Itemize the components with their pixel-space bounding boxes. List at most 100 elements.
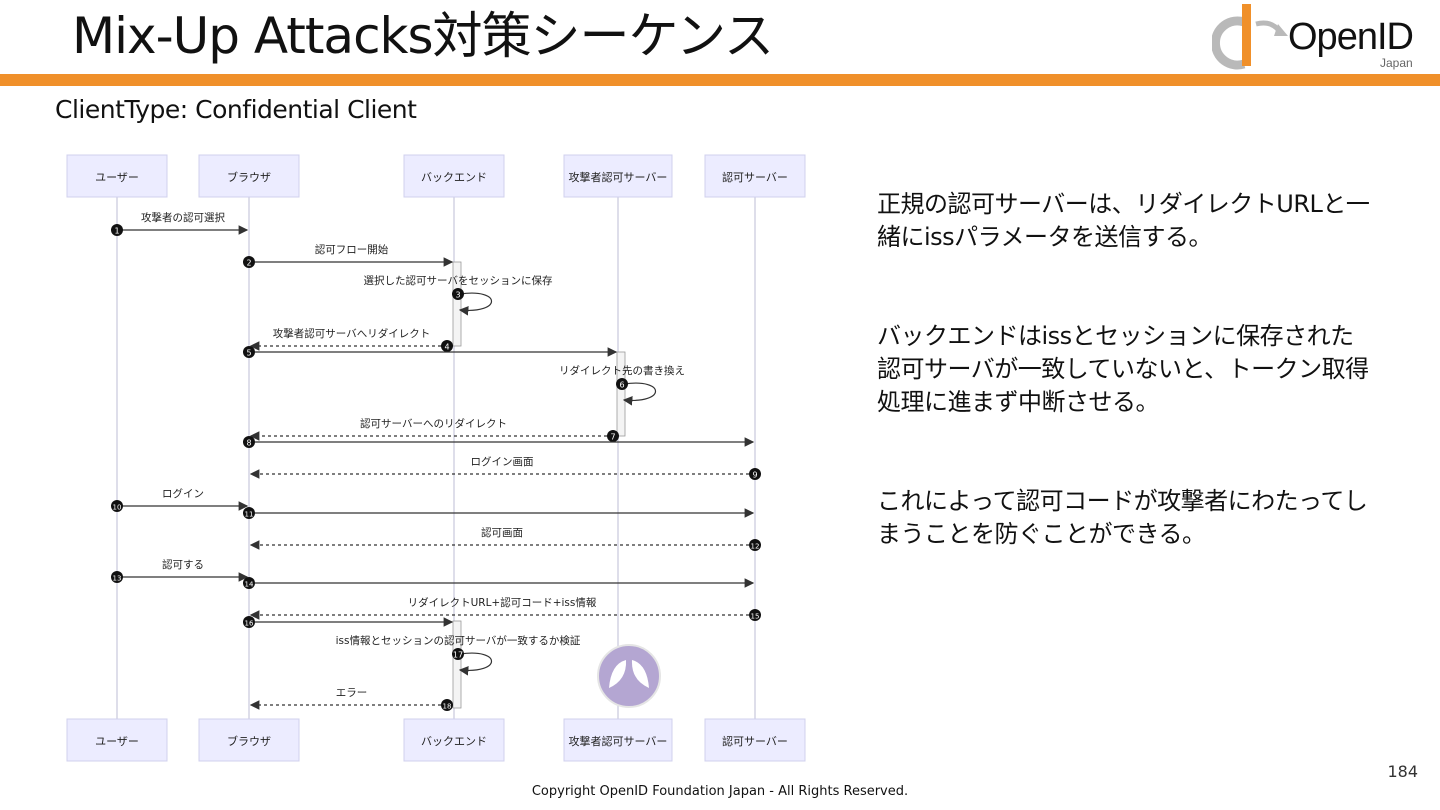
message-5: 5 xyxy=(243,346,618,358)
message-number-badge-4 xyxy=(441,340,453,352)
participant-label-bottom-5: 認可サーバー xyxy=(722,734,788,748)
message-7: 7 認可サーバーへのリダイレクト xyxy=(249,417,619,442)
participant-box-top-3 xyxy=(403,154,505,198)
message-number-badge-17 xyxy=(452,648,464,660)
openid-logo-icon xyxy=(1210,4,1288,70)
activation-bar-3 xyxy=(452,620,462,709)
participant-box-top-1 xyxy=(66,154,168,198)
message-label-6: リダイレクト先の書き換え xyxy=(559,364,685,377)
message-line-17 xyxy=(458,652,492,676)
message-number-badge-18 xyxy=(441,699,453,711)
message-number-10: 10 xyxy=(113,504,122,512)
message-number-badge-5 xyxy=(243,346,255,358)
participant-label-bottom-4: 攻撃者認可サーバー xyxy=(569,734,668,748)
message-number-badge-1 xyxy=(111,224,123,236)
message-label-1: 攻撃者の認可選択 xyxy=(141,211,225,224)
message-label-9: ログイン画面 xyxy=(471,455,534,468)
message-number-15: 15 xyxy=(751,613,760,621)
message-number-badge-7 xyxy=(607,430,619,442)
openid-logo-sub: Japan xyxy=(1380,56,1413,70)
activation-bar-1 xyxy=(452,261,462,347)
message-number-badge-13 xyxy=(111,571,123,583)
message-number-18: 18 xyxy=(443,703,452,711)
message-line-6 xyxy=(622,382,656,406)
participant-box-top-4 xyxy=(563,154,673,198)
message-label-13: 認可する xyxy=(162,558,204,571)
participant-label-bottom-2: ブラウザ xyxy=(227,734,271,748)
participant-label-top-5: 認可サーバー xyxy=(722,170,788,184)
message-number-badge-11 xyxy=(243,507,255,519)
message-8: 8 xyxy=(243,436,755,448)
message-13: 13 認可する xyxy=(111,558,249,583)
participant-label-bottom-3: バックエンド xyxy=(421,735,487,748)
message-label-15: リダイレクトURL+認可コード+iss情報 xyxy=(408,596,597,609)
message-6: 6 リダイレクト先の書き換え xyxy=(559,364,685,406)
message-number-16: 16 xyxy=(245,620,254,628)
message-number-badge-8 xyxy=(243,436,255,448)
message-1: 1 攻撃者の認可選択 xyxy=(111,211,249,236)
explanation-paragraph-3: これによって認可コードが攻撃者にわたってしまうことを防ぐことができる。 xyxy=(877,487,1368,548)
copyright-footer: Copyright OpenID Foundation Japan - All … xyxy=(531,784,909,799)
participant-label-top-2: ブラウザ xyxy=(227,170,271,184)
client-type-subtitle: ClientType: Confidential Client xyxy=(55,95,417,124)
participant-box-bottom-2 xyxy=(198,718,300,762)
message-number-17: 17 xyxy=(453,651,463,660)
message-9: 9 ログイン画面 xyxy=(249,455,761,480)
message-number-1: 1 xyxy=(114,227,119,236)
message-number-8: 8 xyxy=(246,439,251,448)
message-number-badge-16 xyxy=(243,616,255,628)
message-label-17: iss情報とセッションの認可サーバが一致するか検証 xyxy=(336,634,581,647)
page-number: 184 xyxy=(1387,762,1418,781)
participant-box-top-5 xyxy=(704,154,806,198)
message-17: 17 iss情報とセッションの認可サーバが一致するか検証 xyxy=(336,634,581,676)
message-15: 15 リダイレクトURL+認可コード+iss情報 xyxy=(249,596,761,621)
message-number-4: 4 xyxy=(444,343,449,352)
participant-label-bottom-1: ユーザー xyxy=(95,735,139,748)
participant-box-bottom-5 xyxy=(704,718,806,762)
message-line-3 xyxy=(458,292,492,316)
message-11: 11 xyxy=(243,507,755,519)
message-14: 14 xyxy=(243,577,755,589)
message-label-18: エラー xyxy=(336,687,368,699)
message-number-6: 6 xyxy=(619,381,624,390)
message-3: 3 選択した認可サーバをセッションに保存 xyxy=(364,274,553,316)
message-number-2: 2 xyxy=(246,259,251,268)
message-number-badge-2 xyxy=(243,256,255,268)
message-number-11: 11 xyxy=(245,511,254,519)
message-16: 16 xyxy=(243,616,454,628)
message-number-12: 12 xyxy=(751,543,760,551)
message-number-7: 7 xyxy=(610,433,615,442)
message-number-badge-9 xyxy=(749,468,761,480)
explanation-paragraph-2: バックエンドはissとセッションに保存された認可サーバが一致していないと、トーク… xyxy=(877,322,1369,416)
message-number-badge-12 xyxy=(749,539,761,551)
message-number-3: 3 xyxy=(455,291,460,300)
participant-box-top-2 xyxy=(198,154,300,198)
message-number-badge-10 xyxy=(111,500,123,512)
header-accent-bar xyxy=(0,74,1440,86)
message-number-9: 9 xyxy=(752,471,757,480)
message-label-12: 認可画面 xyxy=(481,526,523,539)
explanation-paragraph-1: 正規の認可サーバーは、リダイレクトURLと一緒にissパラメータを送信する。 xyxy=(877,190,1370,251)
message-label-2: 認可フロー開始 xyxy=(315,243,389,256)
participant-box-bottom-1 xyxy=(66,718,168,762)
avatar-right-shape xyxy=(631,660,649,688)
participant-box-bottom-3 xyxy=(403,718,505,762)
message-number-5: 5 xyxy=(246,349,251,358)
message-18: 18 エラー xyxy=(249,687,453,711)
participant-label-top-4: 攻撃者認可サーバー xyxy=(569,170,668,184)
message-label-10: ログイン xyxy=(162,487,204,500)
message-number-badge-15 xyxy=(749,609,761,621)
message-label-7: 認可サーバーへのリダイレクト xyxy=(360,417,507,430)
message-number-14: 14 xyxy=(245,581,254,589)
avatar-circle xyxy=(597,644,661,708)
participant-label-top-1: ユーザー xyxy=(95,171,139,184)
openid-logo: OpenID Japan xyxy=(1210,2,1432,72)
overlay-avatar xyxy=(597,644,661,708)
participant-box-bottom-4 xyxy=(563,718,673,762)
message-number-13: 13 xyxy=(113,575,122,583)
message-number-badge-6 xyxy=(616,378,628,390)
message-label-3: 選択した認可サーバをセッションに保存 xyxy=(364,274,553,287)
message-number-badge-14 xyxy=(243,577,255,589)
